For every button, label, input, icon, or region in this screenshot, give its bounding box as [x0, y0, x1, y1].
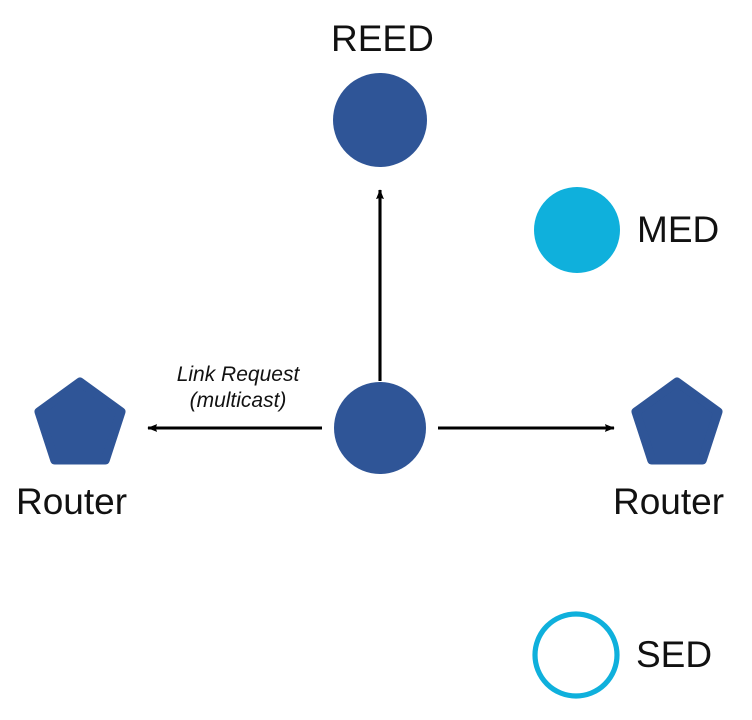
edges-group: [147, 189, 615, 432]
nodes-group: [34, 73, 723, 699]
node-label-router-right: Router: [613, 481, 725, 522]
node-label-sed: SED: [636, 634, 713, 675]
node-router-left[interactable]: [34, 377, 126, 465]
node-router-right[interactable]: [631, 377, 723, 465]
edge-label-link-request-line2: (multicast): [189, 389, 287, 413]
node-sed[interactable]: [532, 611, 620, 699]
node-med[interactable]: [534, 187, 620, 273]
node-sender[interactable]: [334, 382, 426, 474]
node-label-med: MED: [637, 209, 720, 250]
edge-label-link-request: Link Request (multicast): [138, 362, 338, 415]
node-label-reed: REED: [331, 18, 434, 59]
node-reed[interactable]: [333, 73, 427, 167]
node-label-router-left: Router: [16, 481, 128, 522]
edge-label-link-request-line1: Link Request: [176, 363, 300, 386]
